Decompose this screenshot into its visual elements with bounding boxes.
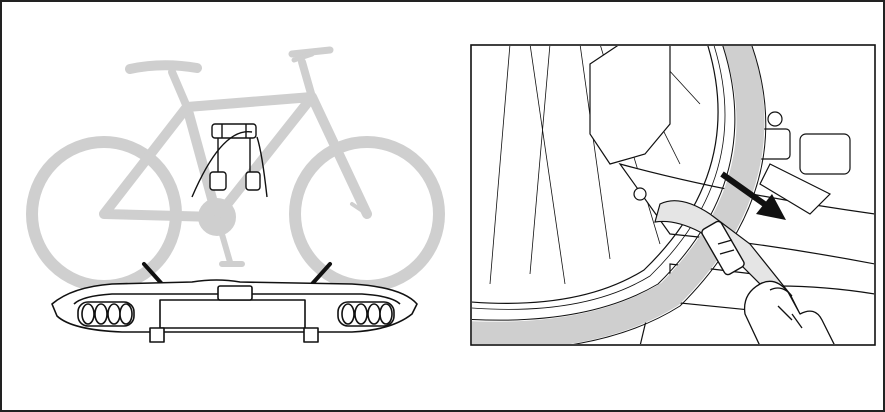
saddle bbox=[130, 65, 197, 69]
mount-clamp-right bbox=[304, 328, 318, 342]
bicycle bbox=[32, 50, 439, 286]
strap-detail-illustration bbox=[470, 44, 876, 346]
mount-clamp-left bbox=[150, 328, 164, 342]
rear-hub bbox=[104, 214, 132, 215]
stem bbox=[302, 62, 312, 97]
rear-light-right bbox=[338, 302, 394, 326]
bike-on-carrier-illustration bbox=[12, 32, 452, 362]
seat-post bbox=[172, 72, 187, 107]
rear-light-left bbox=[78, 302, 134, 326]
carrier-center-plate bbox=[160, 300, 305, 328]
center-handle bbox=[218, 286, 252, 300]
carrier bbox=[52, 280, 417, 342]
